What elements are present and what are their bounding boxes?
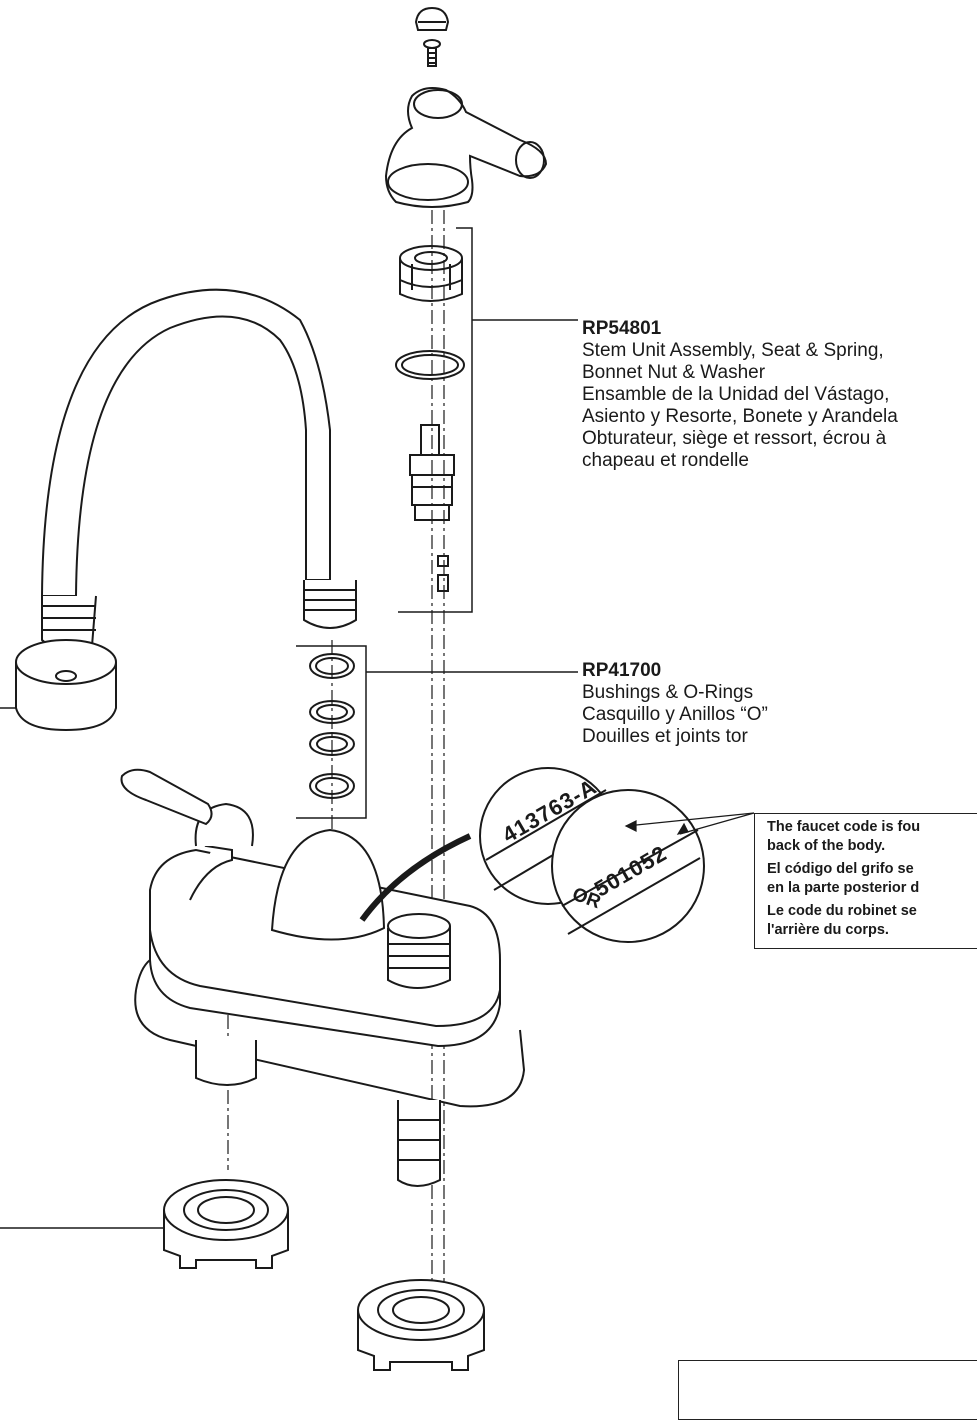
- bottom-info-box: [678, 1360, 977, 1420]
- note-es-2: en la parte posterior d: [767, 880, 920, 896]
- note-en-1: The faucet code is fou: [767, 819, 921, 835]
- faucet-body: [120, 768, 526, 1187]
- seat: [437, 555, 449, 567]
- part-desc-line: Bonnet Nut & Washer: [582, 362, 766, 383]
- part-desc-line: Douilles et joints tor: [582, 726, 748, 747]
- note-en-2: back of the body.: [767, 838, 886, 854]
- code-circle-2: [551, 789, 705, 943]
- handle-screw: [423, 39, 441, 67]
- note-fr-1: Le code du robinet se: [767, 903, 917, 919]
- part-desc-line: Ensamble de la Unidad del Vástago,: [582, 384, 890, 405]
- spring: [437, 574, 449, 592]
- bracket-rp54801: [398, 227, 578, 613]
- note-es-1: El código del grifo se: [767, 861, 914, 877]
- part-desc-line: Casquillo y Anillos “O”: [582, 704, 768, 725]
- spout: [40, 288, 357, 650]
- washer-ring: [395, 350, 465, 380]
- part-desc-line: Obturateur, siège et ressort, écrou à: [582, 428, 887, 449]
- mounting-nut-right: [357, 1279, 485, 1371]
- washer-ring-inner: [401, 354, 459, 376]
- part-callout-rp41700: RP41700 Bushings & O-Rings Casquillo y A…: [582, 660, 768, 748]
- faucet-code-note-box: The faucet code is fou back of the body.…: [754, 813, 977, 949]
- part-callout-rp54801: RP54801 Stem Unit Assembly, Seat & Sprin…: [582, 318, 898, 472]
- spout-nut: [0, 639, 117, 732]
- part-desc-line: Bushings & O-Rings: [582, 682, 754, 703]
- bushings-o-rings: [309, 653, 355, 799]
- bracket-rp41700: [296, 645, 578, 819]
- bonnet-nut: [399, 245, 463, 302]
- part-desc-line: Stem Unit Assembly, Seat & Spring,: [582, 340, 884, 361]
- handle-cap: [414, 6, 450, 31]
- lever-handle-top: [384, 87, 548, 208]
- mounting-nut-left: [0, 1179, 289, 1269]
- code-leader-lines: [624, 812, 755, 835]
- part-code: RP54801: [582, 318, 662, 339]
- part-code: RP41700: [582, 660, 662, 681]
- part-desc-line: Asiento y Resorte, Bonete y Arandela: [582, 406, 898, 427]
- part-desc-line: chapeau et rondelle: [582, 450, 749, 471]
- note-fr-2: l'arrière du corps.: [767, 922, 889, 938]
